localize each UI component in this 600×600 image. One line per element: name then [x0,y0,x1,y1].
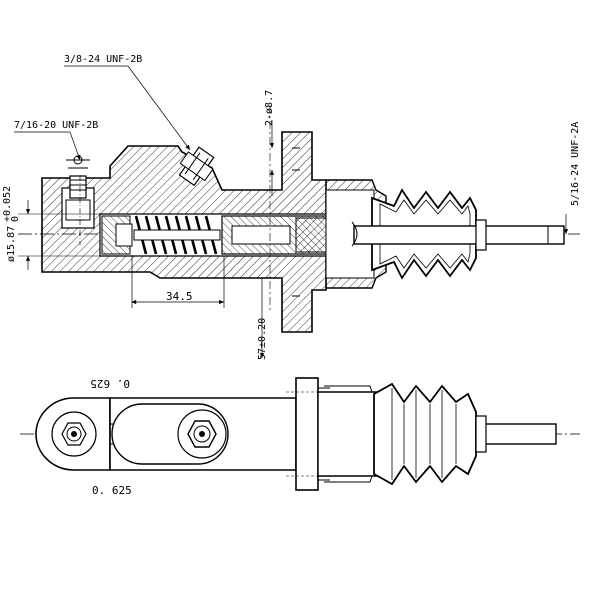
label-flange-bottom: 0. 625 [92,484,132,497]
top-port [178,146,215,187]
label-thread-rod: 5/16-24 UNF-2A [570,122,581,206]
label-thread-top: 3/8-24 UNF-2B [64,54,142,65]
plan-view: 0. 625 0. 625 [20,377,580,497]
plan-rod [475,423,557,445]
push-rod [353,225,565,245]
dim-bore: ø15.87 [6,226,17,262]
section-view: 34.5 57±0.20 2-ø8.7 ø15.87 +0.052 0 3/8-… [2,54,581,360]
dim-34-5: 34.5 [166,290,193,303]
plan-retainer [317,391,379,477]
dim-holes: 2-ø8.7 [264,90,275,126]
label-thread-left: 7/16-20 UNF-2B [14,120,98,131]
dim-bore-lower: 0 [10,216,21,222]
dim-57: 57±0.20 [257,318,268,360]
plan-flange [295,377,319,491]
label-flange-top: 0. 625 [90,377,130,390]
plan-bellows [373,382,477,486]
dim-bore-upper: +0.052 [2,186,13,222]
